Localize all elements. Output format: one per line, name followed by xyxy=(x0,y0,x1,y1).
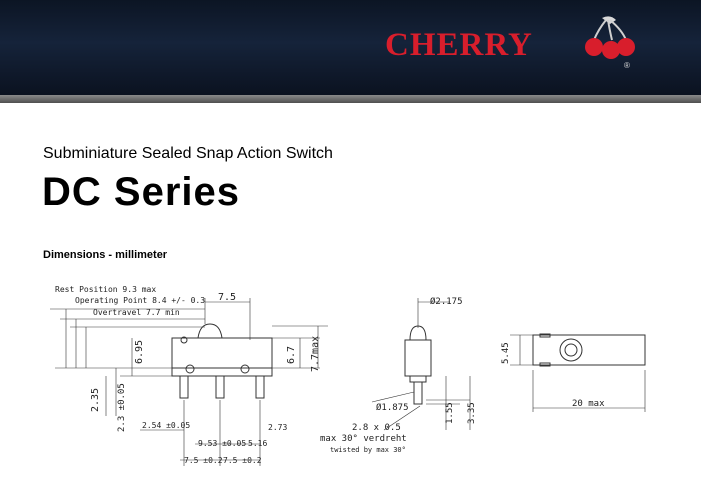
terminal-1 xyxy=(179,375,189,399)
terminal-front xyxy=(413,381,423,405)
switch-body-side xyxy=(171,337,273,369)
dim-7-5b: 7.5 ±0.2 xyxy=(223,456,262,465)
cherry-icon: ® xyxy=(580,10,640,77)
actuator-front xyxy=(409,325,427,341)
operating-point-label: Operating Point 8.4 +/- 0.3 xyxy=(75,296,205,305)
terminal-2 xyxy=(215,375,225,399)
dim-7-7max: 7.7max xyxy=(310,336,321,372)
dim-dia-2-175: Ø2.175 xyxy=(430,296,463,307)
dim-2-54: 2.54 ±0.05 xyxy=(142,421,190,430)
registered-mark: ® xyxy=(624,61,630,70)
dim-20max: 20 max xyxy=(572,399,605,409)
dim-6-95: 6.95 xyxy=(134,340,145,364)
dim-2-8x0-5: 2.8 x 0.5 xyxy=(352,423,401,433)
verdreht-label: max 30° verdreht xyxy=(320,434,407,444)
dim-2-35: 2.35 xyxy=(90,388,101,412)
dim-1-55: 1.55 xyxy=(445,402,455,424)
dim-2-3: 2.3 ±0.05 xyxy=(117,383,127,432)
dim-2-73: 2.73 xyxy=(268,423,287,432)
header-banner xyxy=(0,0,701,95)
dim-dia-1-875: Ø1.875 xyxy=(376,402,409,413)
actuator-top-inner xyxy=(564,343,578,357)
dim-9-53: 9.53 ±0.05 xyxy=(198,439,246,448)
mounting-hole-left xyxy=(185,364,195,374)
terminal-3 xyxy=(255,375,265,399)
actuator-top-outer xyxy=(559,338,583,362)
mounting-hole-right xyxy=(240,364,250,374)
dimensions-heading: Dimensions - millimeter xyxy=(43,249,168,261)
dim-3-35: 3.35 xyxy=(467,402,477,424)
overtravel-label: Overtravel 7.7 min xyxy=(93,308,180,317)
brand-logo: CHERRY xyxy=(385,27,533,64)
dim-7-5a: 7.5 ±0.2 xyxy=(184,456,223,465)
brand-name: CHERRY xyxy=(385,27,533,63)
dim-5-45: 5.45 xyxy=(501,342,511,364)
dimension-drawing: Rest Position 9.3 max Operating Point 8.… xyxy=(50,285,646,466)
dim-7-5: 7.5 xyxy=(218,292,236,303)
rest-position-label: Rest Position 9.3 max xyxy=(55,285,156,294)
dim-5-16: 5.16 xyxy=(248,439,267,448)
product-title: DC Series xyxy=(42,170,240,214)
switch-body-front xyxy=(404,339,432,377)
product-subtitle: Subminiature Sealed Snap Action Switch xyxy=(43,145,333,162)
switch-body-top xyxy=(532,334,646,366)
dim-6-7: 6.7 xyxy=(286,346,297,364)
twisted-label: twisted by max 30° xyxy=(330,446,406,454)
actuator-button xyxy=(197,323,223,339)
header-divider xyxy=(0,95,701,103)
